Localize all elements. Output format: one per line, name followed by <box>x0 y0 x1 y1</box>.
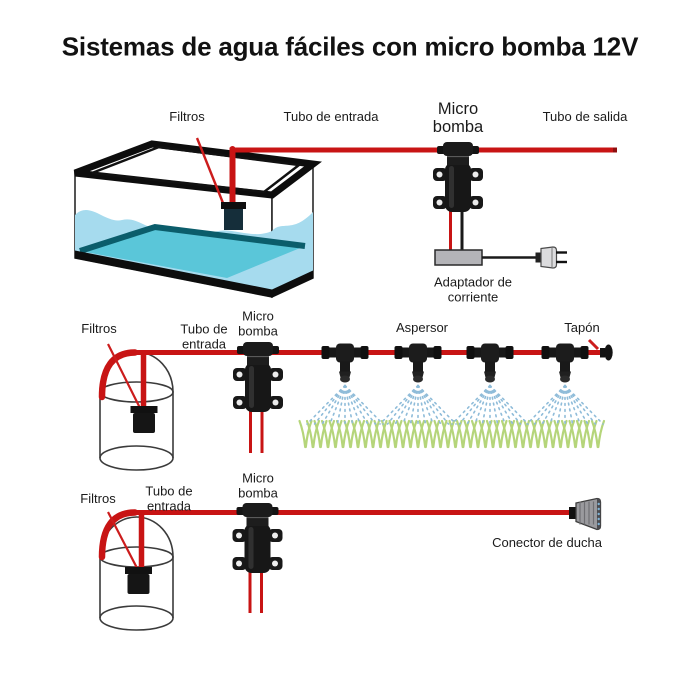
label-row1-micro-bomba: Micro bomba <box>432 100 484 136</box>
row1-aquarium-system <box>73 137 617 299</box>
label-row3-conector: Conector de ducha <box>492 534 602 550</box>
mist-spray <box>306 384 384 425</box>
row3-shower-system <box>98 497 602 631</box>
filter-block <box>130 406 158 433</box>
label-row1-tubo-salida: Tubo de salida <box>542 108 628 124</box>
label-row1-filtros: Filtros <box>169 108 205 124</box>
label-row2-tubo-entrada: Tubo de entrada <box>180 321 228 351</box>
power-plug-icon <box>535 246 567 269</box>
shower-connector <box>569 497 602 531</box>
sprinkler-tee <box>321 343 369 383</box>
label-row3-filtros: Filtros <box>80 490 116 506</box>
micro-pump <box>233 342 283 453</box>
aquarium-tank <box>73 140 322 299</box>
row2-irrigation-system <box>98 338 613 471</box>
label-row1-adaptador: Adaptador de corriente <box>433 274 513 304</box>
label-row2-aspersor: Aspersor <box>395 319 449 335</box>
page-title: Sistemas de agua fáciles con micro bomba… <box>61 31 639 62</box>
label-row1-tubo-entrada: Tubo de entrada <box>283 108 379 124</box>
filtros-pointer-line <box>195 137 225 204</box>
filtros-pointer-line <box>107 343 141 409</box>
label-row2-micro-bomba: Micro bomba <box>238 308 278 338</box>
inlet-tube-arc <box>98 349 139 401</box>
sprinkler-tee <box>541 343 589 383</box>
inlet-tube-arc <box>98 509 139 561</box>
label-row3-micro-bomba: Micro bomba <box>238 470 278 500</box>
grass <box>298 419 606 449</box>
filter-row1 <box>221 202 246 230</box>
tube-end <box>613 147 617 153</box>
end-plug <box>587 338 613 361</box>
mist-spray <box>451 384 529 425</box>
power-adapter <box>434 246 567 269</box>
sprinkler-tee <box>466 343 514 383</box>
label-row2-filtros: Filtros <box>81 320 117 336</box>
mist-spray <box>526 384 604 425</box>
filtros-pointer-line <box>107 511 138 569</box>
micro-pump <box>433 142 483 251</box>
micro-pump <box>232 503 283 613</box>
tapon-pointer-line <box>587 338 600 351</box>
label-row2-tapon: Tapón <box>564 319 600 335</box>
sprinkler-tee <box>394 343 442 383</box>
filter-block <box>125 567 152 594</box>
label-row3-tubo-entrada: Tubo de entrada <box>145 483 193 513</box>
mist-spray <box>379 384 457 425</box>
